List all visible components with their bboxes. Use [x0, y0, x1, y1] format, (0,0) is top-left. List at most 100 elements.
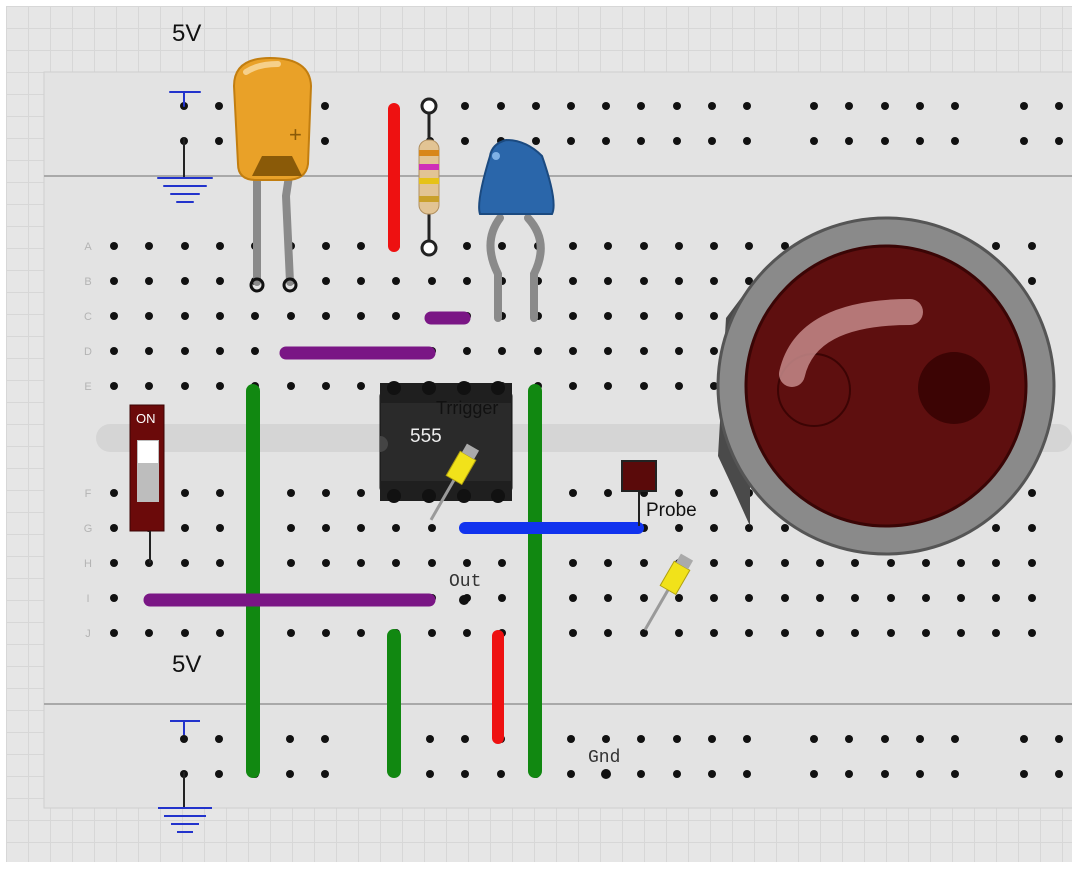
breadboard-hole: [357, 312, 365, 320]
breadboard-canvas: +: [6, 6, 1072, 862]
breadboard-hole: [710, 489, 718, 497]
breadboard-hole: [992, 524, 1000, 532]
rail-hole: [1020, 102, 1028, 110]
breadboard-hole: [745, 629, 753, 637]
breadboard-hole: [216, 347, 224, 355]
breadboard-hole: [216, 312, 224, 320]
breadboard-hole: [604, 559, 612, 567]
breadboard-hole: [922, 594, 930, 602]
breadboard-hole: [110, 242, 118, 250]
rail-hole: [881, 735, 889, 743]
breadboard-hole: [604, 629, 612, 637]
rail-hole: [881, 137, 889, 145]
breadboard-hole: [675, 347, 683, 355]
rail-hole: [180, 735, 188, 743]
breadboard-hole: [992, 629, 1000, 637]
breadboard-hole: [640, 242, 648, 250]
row-letter-e: E: [82, 381, 94, 393]
breadboard-hole: [181, 312, 189, 320]
breadboard-hole: [604, 242, 612, 250]
rail-hole: [602, 102, 610, 110]
rail-hole: [845, 137, 853, 145]
breadboard-hole: [569, 594, 577, 602]
breadboard-hole: [287, 312, 295, 320]
breadboard-hole: [851, 629, 859, 637]
breadboard-hole: [710, 277, 718, 285]
breadboard-hole: [922, 559, 930, 567]
breadboard-hole: [640, 347, 648, 355]
rail-hole: [1020, 770, 1028, 778]
row-letter-i: I: [82, 593, 94, 605]
breadboard-hole: [710, 242, 718, 250]
breadboard-hole: [287, 524, 295, 532]
breadboard-hole: [604, 382, 612, 390]
breadboard-hole: [957, 594, 965, 602]
breadboard-hole: [604, 489, 612, 497]
breadboard-hole: [887, 559, 895, 567]
breadboard-hole: [287, 629, 295, 637]
breadboard-hole: [851, 594, 859, 602]
rail-hole: [637, 770, 645, 778]
breadboard-hole: [322, 312, 330, 320]
breadboard-hole: [992, 559, 1000, 567]
rail-hole: [845, 770, 853, 778]
rail-hole: [461, 770, 469, 778]
breadboard-hole: [640, 594, 648, 602]
rail-hole: [1055, 770, 1063, 778]
breadboard-hole: [287, 382, 295, 390]
rail-hole: [602, 137, 610, 145]
breadboard-hole: [392, 312, 400, 320]
breadboard-hole: [463, 559, 471, 567]
breadboard-hole: [745, 559, 753, 567]
breadboard-hole: [216, 489, 224, 497]
breadboard-hole: [498, 347, 506, 355]
breadboard-hole: [498, 242, 506, 250]
rail-hole: [532, 137, 540, 145]
breadboard-hole: [145, 312, 153, 320]
row-letter-d: D: [82, 346, 94, 358]
rail-hole: [810, 102, 818, 110]
breadboard-hole: [181, 382, 189, 390]
rail-hole: [215, 102, 223, 110]
row-letter-b: B: [82, 276, 94, 288]
rail-hole: [637, 102, 645, 110]
breadboard-hole: [745, 594, 753, 602]
breadboard-hole: [675, 629, 683, 637]
rail-hole: [810, 735, 818, 743]
breadboard-hole: [675, 382, 683, 390]
breadboard-hole: [816, 594, 824, 602]
breadboard-hole: [569, 312, 577, 320]
breadboard-hole: [781, 629, 789, 637]
breadboard-hole: [1028, 242, 1036, 250]
breadboard-hole: [357, 242, 365, 250]
breadboard-hole: [992, 594, 1000, 602]
breadboard-hole: [569, 277, 577, 285]
rail-hole: [951, 137, 959, 145]
breadboard-hole: [745, 242, 753, 250]
breadboard-hole: [710, 594, 718, 602]
rail-hole: [845, 735, 853, 743]
breadboard-hole: [463, 242, 471, 250]
breadboard-hole: [781, 594, 789, 602]
breadboard-hole: [569, 559, 577, 567]
rail-hole: [286, 735, 294, 743]
breadboard-hole: [145, 242, 153, 250]
breadboard-hole: [357, 629, 365, 637]
breadboard-hole: [110, 312, 118, 320]
breadboard-hole: [922, 629, 930, 637]
rail-hole: [321, 770, 329, 778]
breadboard-hole: [322, 629, 330, 637]
breadboard-hole: [322, 242, 330, 250]
breadboard-hole: [569, 629, 577, 637]
breadboard-hole: [604, 347, 612, 355]
breadboard-hole: [957, 629, 965, 637]
breadboard-hole: [1028, 277, 1036, 285]
breadboard-hole: [675, 524, 683, 532]
breadboard-hole: [640, 559, 648, 567]
rail-hole: [637, 137, 645, 145]
rail-hole: [1055, 735, 1063, 743]
rail-hole: [567, 137, 575, 145]
rail-hole: [951, 770, 959, 778]
breadboard-hole: [463, 277, 471, 285]
breadboard-hole: [1028, 559, 1036, 567]
